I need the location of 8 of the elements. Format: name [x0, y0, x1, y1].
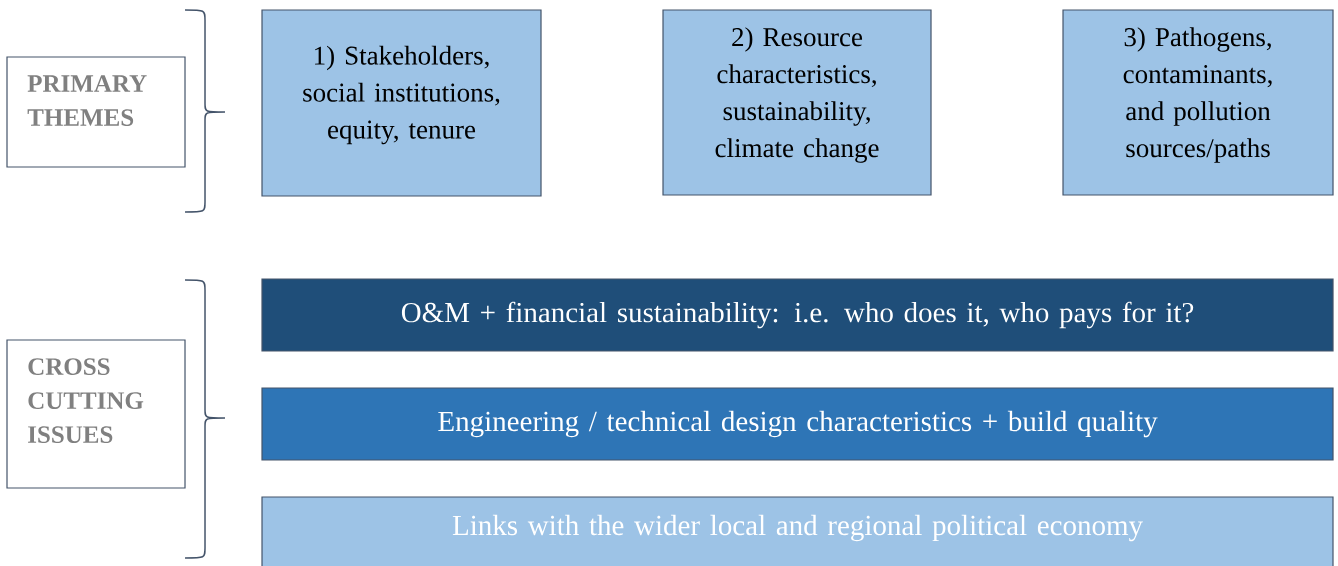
heading-box: PRIMARY THEMES — [6, 56, 186, 168]
theme-box: 1) Stakeholders, social institutions, equity, tenure — [261, 9, 542, 197]
issue-bar: Engineering / technical design characteristics + build quality — [261, 387, 1334, 461]
issue-bar: Links with the wider local and regional political economy — [261, 496, 1334, 566]
heading-box: CROSS CUTTING ISSUES — [6, 339, 186, 489]
theme-box: 2) Resource characteristics, sustainability, climate change — [662, 9, 932, 196]
theme-box: 3) Pathogens, contaminants, and pollution sources/paths — [1062, 9, 1334, 196]
issue-bar: O&M + financial sustainability: i.e. who does it, who pays for it? — [261, 278, 1334, 352]
